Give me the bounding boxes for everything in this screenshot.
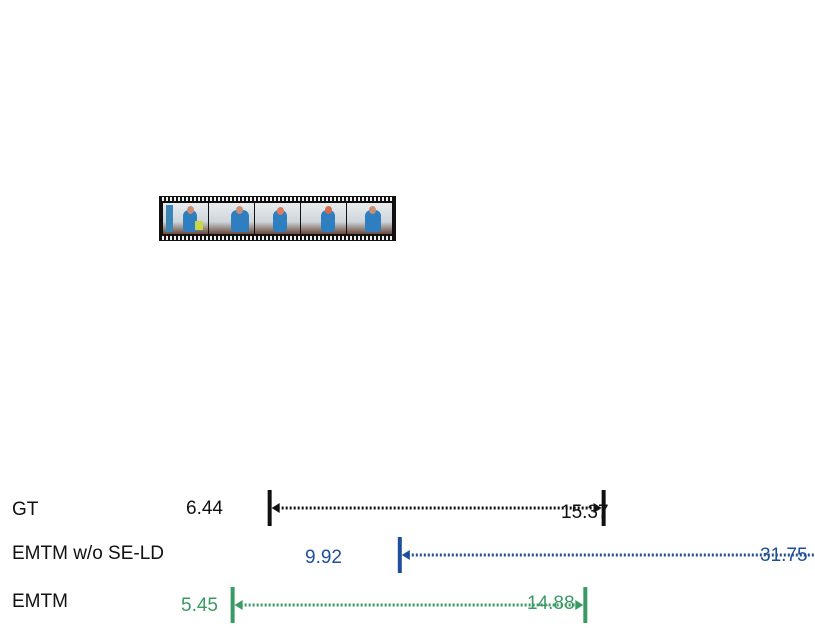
video-frame bbox=[347, 203, 392, 234]
video-frame bbox=[301, 203, 346, 234]
interval-end-arrowhead bbox=[575, 600, 584, 610]
row-label-gt: GT bbox=[12, 499, 39, 520]
emtm-wo-se-ld-end-value: 31.75 bbox=[760, 545, 808, 566]
film-perforations-top bbox=[162, 197, 393, 201]
film-perforations-bottom bbox=[162, 236, 393, 240]
row-label-emtm-wo-se-ld: EMTM w/o SE-LD bbox=[12, 543, 165, 564]
interval-start-arrowhead bbox=[271, 503, 280, 513]
interval-start-arrowhead bbox=[401, 550, 410, 560]
video-frame bbox=[163, 203, 208, 234]
interval-2 bbox=[230, 587, 588, 623]
row-label-emtm: EMTM bbox=[12, 591, 68, 612]
gt-start-value: 6.44 bbox=[186, 498, 223, 519]
emtm-wo-se-ld-start-value: 9.92 bbox=[305, 547, 342, 568]
interval-end-arrowhead bbox=[593, 503, 602, 513]
video-filmstrip bbox=[159, 196, 396, 241]
interval-start-arrowhead bbox=[234, 600, 243, 610]
interval-0 bbox=[267, 490, 606, 526]
emtm-start-value: 5.45 bbox=[181, 595, 218, 616]
interval-1 bbox=[397, 537, 815, 573]
emtm-end-value: 14.88 bbox=[527, 593, 575, 614]
video-frame bbox=[209, 203, 254, 234]
video-frame bbox=[255, 203, 300, 234]
